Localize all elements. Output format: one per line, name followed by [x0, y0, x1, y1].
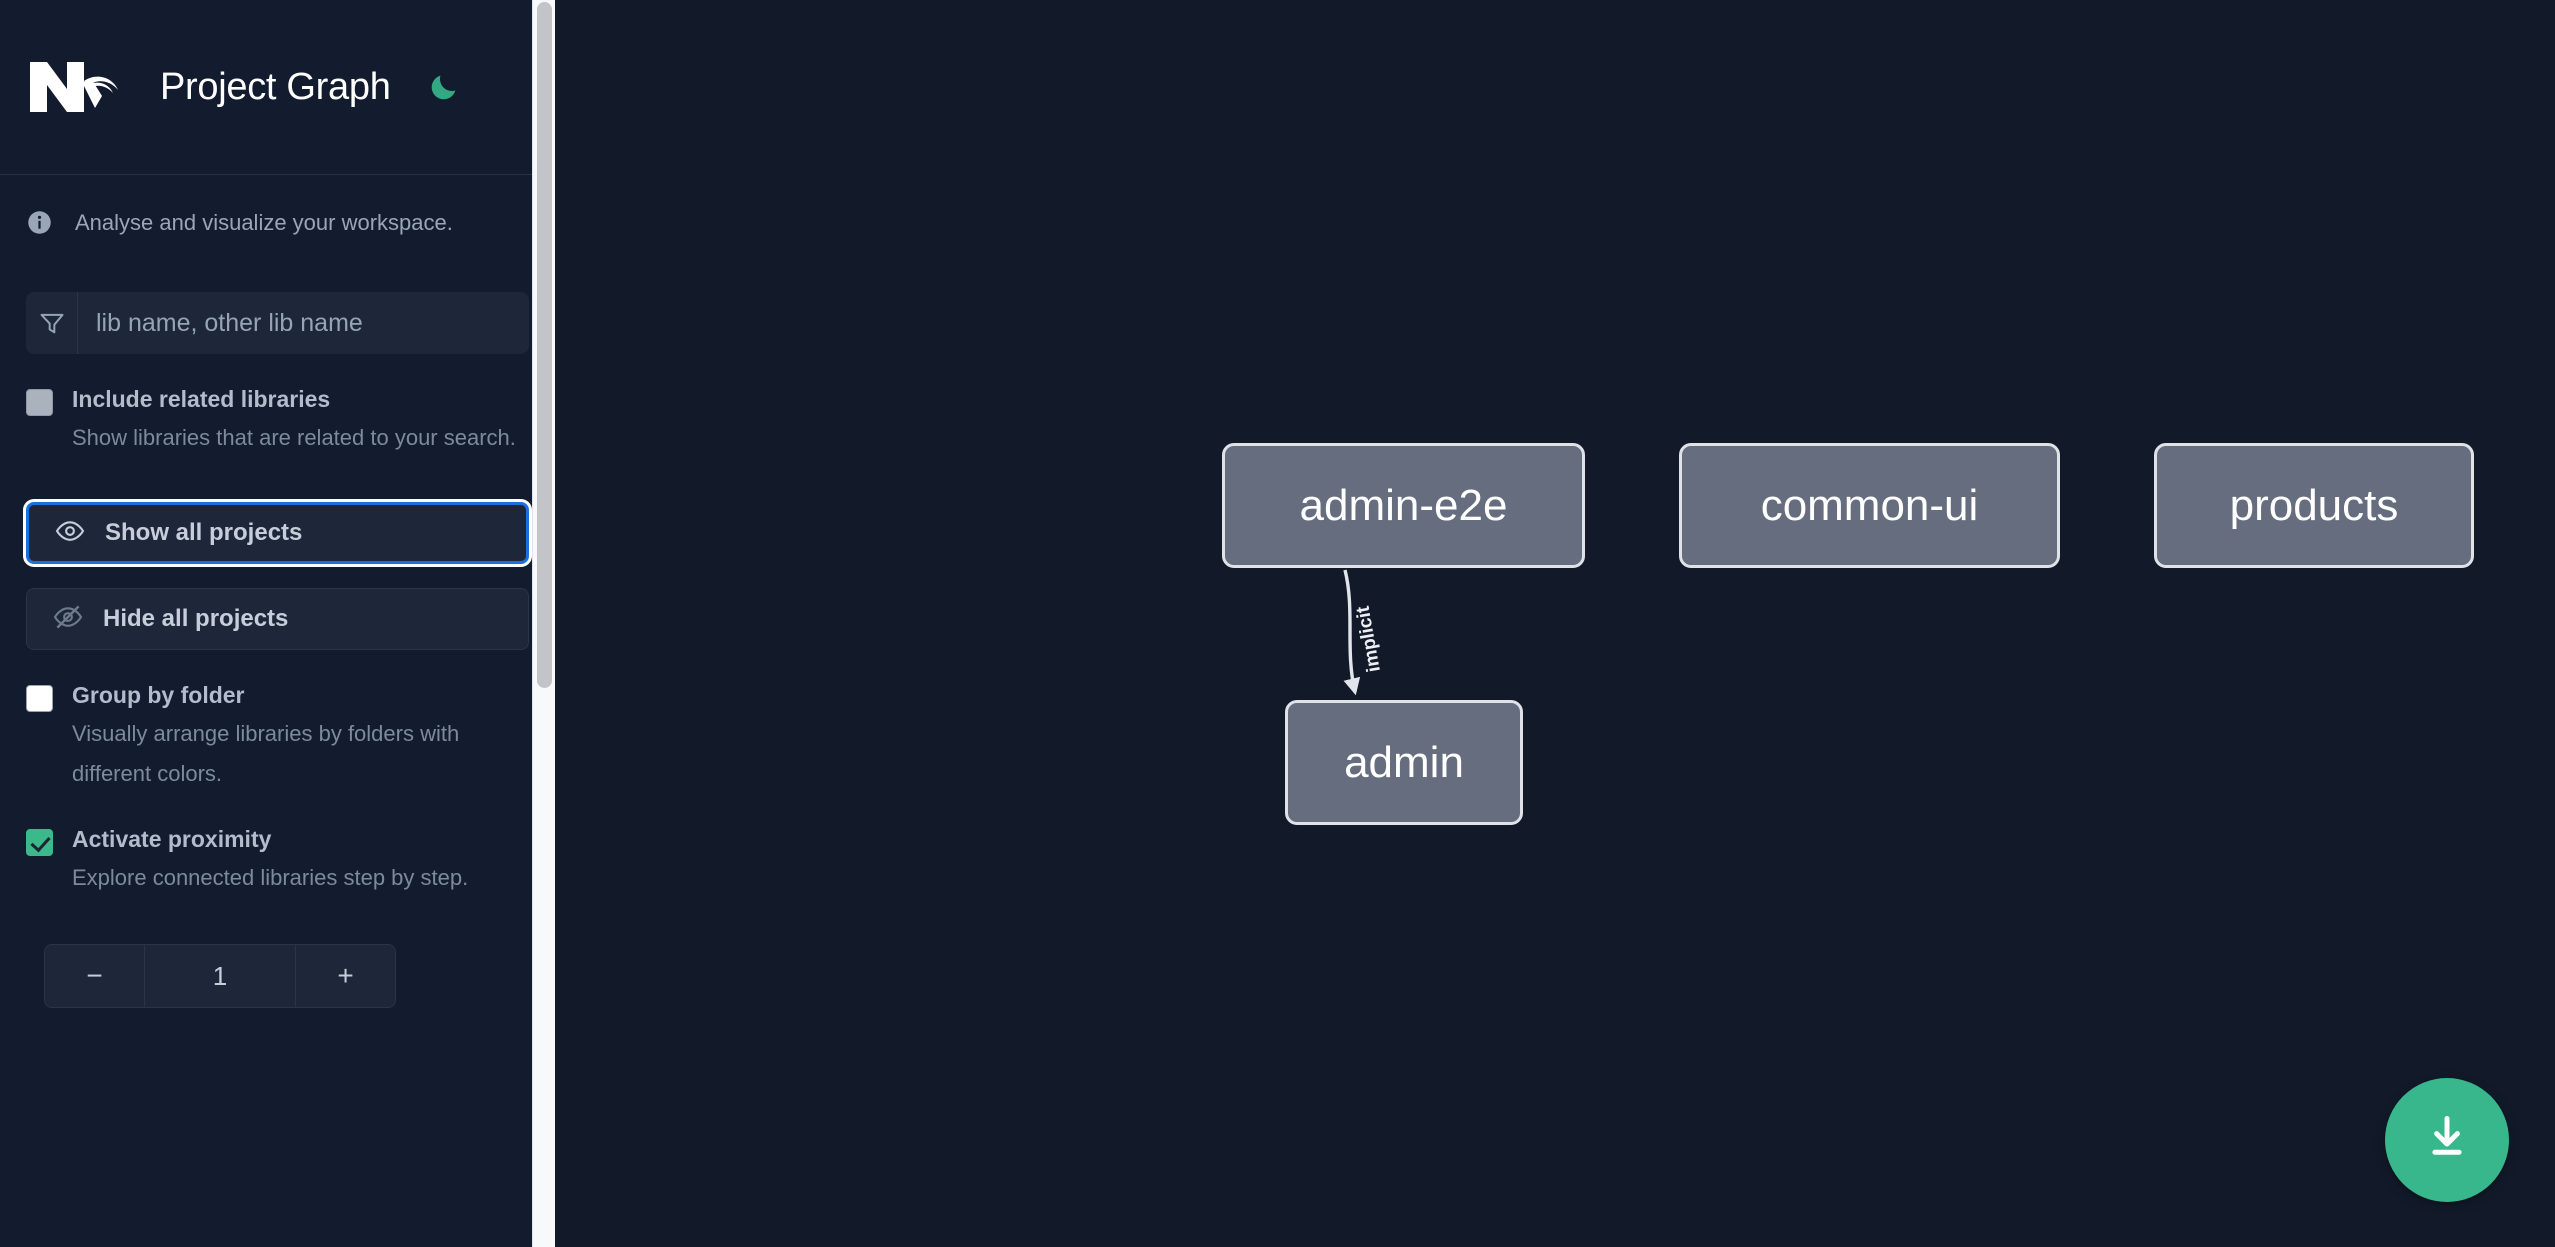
proximity-stepper[interactable]: − 1 + — [44, 944, 396, 1008]
option-activate-proximity[interactable]: Activate proximity Explore connected lib… — [26, 824, 529, 898]
info-circle-icon — [26, 209, 53, 236]
checkbox-group-by-folder[interactable] — [26, 685, 53, 712]
graph-node-admin[interactable]: admin — [1285, 700, 1523, 825]
graph-node-common-ui[interactable]: common-ui — [1679, 443, 2060, 568]
edge-label-admin-e2e-to-admin: implicit — [1352, 604, 1385, 674]
visibility-button-group: Show all projects Hide all projects — [26, 502, 529, 650]
graph-edge-layer — [1343, 569, 1361, 696]
option-text-group: Activate proximity Explore connected lib… — [72, 824, 468, 898]
sidebar-scrollbar-track[interactable] — [532, 0, 555, 1247]
hide-all-projects-button[interactable]: Hide all projects — [26, 588, 529, 650]
hide-all-projects-label: Hide all projects — [103, 605, 289, 632]
sidebar-header: Project Graph — [0, 0, 555, 175]
page-title: Project Graph — [160, 65, 391, 108]
sidebar-body: Include related libraries Show libraries… — [0, 292, 555, 1008]
checkbox-include-related-libraries[interactable] — [26, 389, 53, 416]
proximity-value: 1 — [145, 945, 295, 1007]
sidebar-scrollbar-thumb[interactable] — [537, 2, 552, 688]
option-text-group: Group by folder Visually arrange librari… — [72, 680, 517, 794]
filter-field[interactable] — [26, 292, 529, 354]
option-description: Explore connected libraries step by step… — [72, 865, 469, 890]
checkbox-activate-proximity[interactable] — [26, 829, 53, 856]
option-label: Activate proximity — [72, 826, 272, 852]
workspace-info: Analyse and visualize your workspace. — [0, 175, 555, 270]
option-label: Include related libraries — [72, 386, 331, 412]
workspace-info-text: Analyse and visualize your workspace. — [75, 209, 453, 235]
option-label: Group by folder — [72, 682, 245, 708]
project-graph-canvas[interactable]: admin-e2ecommon-uiproductsstore-e2eadmin… — [555, 0, 2555, 1247]
nx-logo-icon — [26, 56, 124, 118]
search-input[interactable] — [78, 292, 529, 354]
proximity-increment-button[interactable]: + — [295, 945, 395, 1007]
proximity-decrement-button[interactable]: − — [45, 945, 145, 1007]
eye-icon — [55, 516, 85, 551]
download-icon — [2421, 1112, 2473, 1169]
show-all-projects-label: Show all projects — [105, 519, 303, 546]
show-all-projects-button[interactable]: Show all projects — [26, 502, 529, 564]
graph-node-admin-e2e[interactable]: admin-e2e — [1222, 443, 1585, 568]
moon-icon[interactable] — [425, 68, 463, 106]
graph-node-products[interactable]: products — [2154, 443, 2474, 568]
option-text-group: Include related libraries Show libraries… — [72, 384, 516, 458]
option-include-related-libraries[interactable]: Include related libraries Show libraries… — [26, 384, 529, 458]
option-group-by-folder[interactable]: Group by folder Visually arrange librari… — [26, 680, 529, 794]
eye-off-icon — [53, 602, 83, 637]
funnel-filter-icon — [26, 292, 78, 354]
option-description: Show libraries that are related to your … — [72, 425, 516, 450]
sidebar: Project Graph Analyse and visualize your… — [0, 0, 555, 1247]
option-description: Visually arrange libraries by folders wi… — [72, 721, 460, 786]
download-graph-button[interactable] — [2385, 1078, 2509, 1202]
